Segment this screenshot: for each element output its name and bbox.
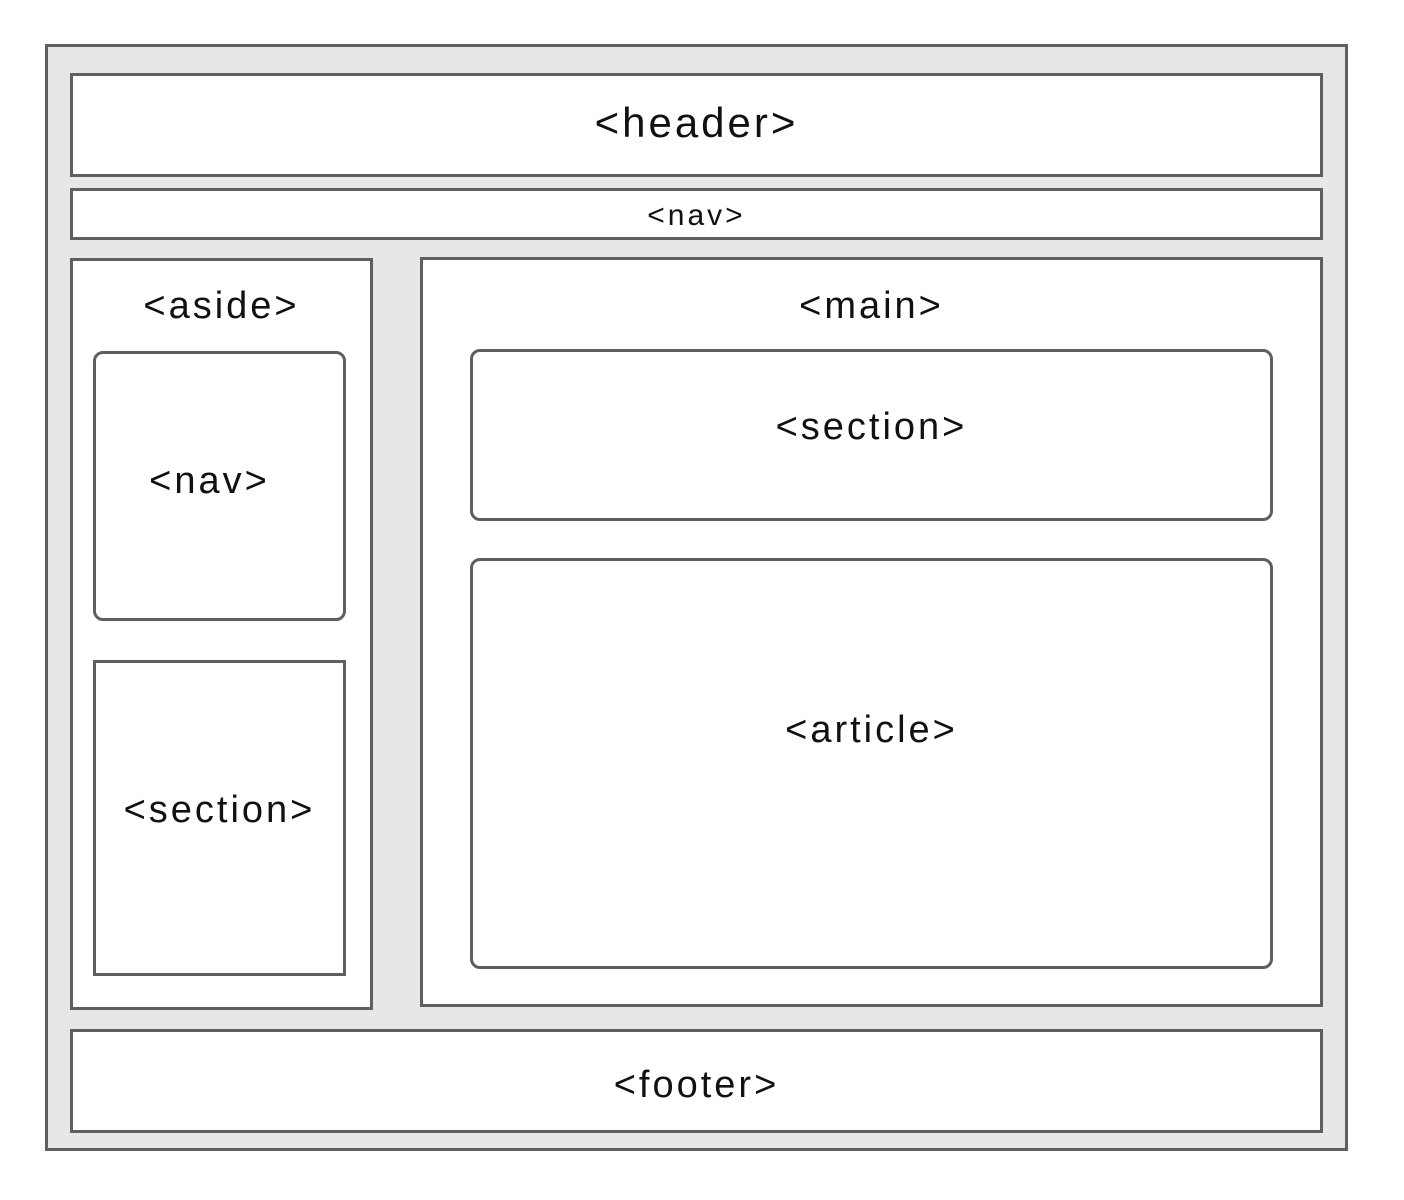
article-label: <article> xyxy=(785,709,958,751)
header-label: <header> xyxy=(594,99,799,146)
header-box: <header> xyxy=(70,73,1323,177)
main-section-label: <section> xyxy=(775,406,968,448)
aside-nav-box: <nav> xyxy=(93,351,346,621)
footer-box: <footer> xyxy=(70,1029,1323,1133)
top-nav-label: <nav> xyxy=(647,199,746,232)
footer-label: <footer> xyxy=(613,1064,780,1106)
main-label: <main> xyxy=(799,285,944,327)
aside-section-box: <section> xyxy=(93,660,346,976)
main-section-box: <section> xyxy=(470,349,1273,521)
aside-section-label: <section> xyxy=(123,789,316,831)
aside-nav-label: <nav> xyxy=(149,460,270,502)
top-nav-box: <nav> xyxy=(70,188,1323,240)
aside-label: <aside> xyxy=(143,285,300,327)
article-box: <article> xyxy=(470,558,1273,969)
